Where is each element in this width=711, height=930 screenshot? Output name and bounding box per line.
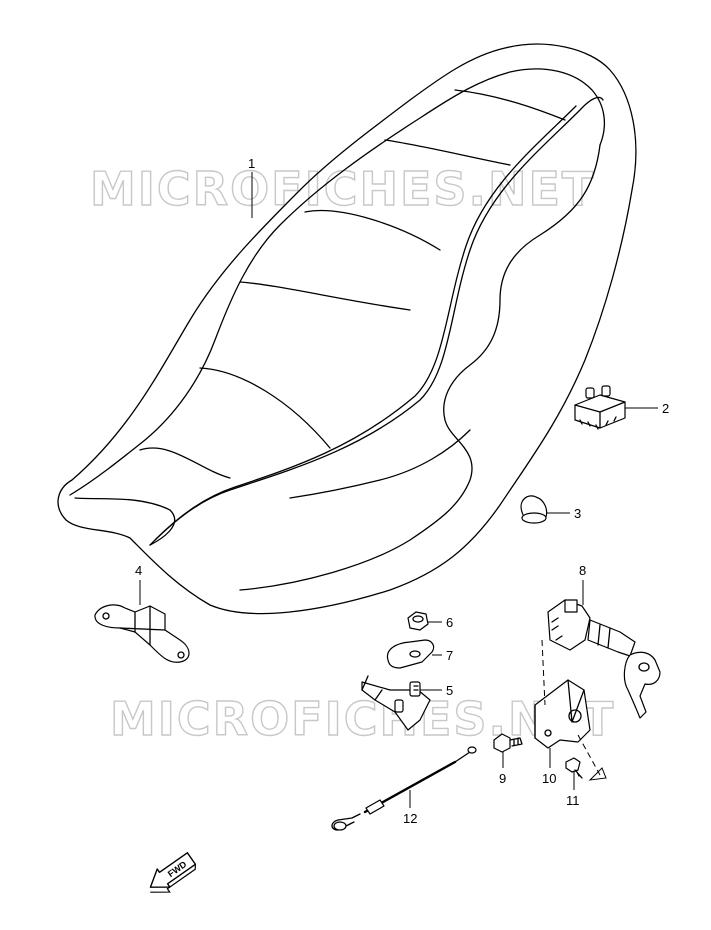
fwd-arrow-icon: FWD [149,852,197,893]
callout-11: 11 [566,793,580,808]
seat-lock-part-8 [547,599,636,657]
seat-part-1 [57,43,637,615]
bolt-part-9 [493,733,523,753]
callout-1: 1 [248,156,255,171]
callout-2: 2 [662,401,669,416]
callout-10: 10 [542,771,556,786]
watermark-bottom: MICROFICHES.NET [110,692,615,746]
callout-12: 12 [403,811,417,826]
hook-part-5 [361,675,431,731]
lock-bracket-part-10 [534,679,591,749]
callout-9: 9 [499,771,506,786]
damper-part-2 [574,385,626,430]
cushion-part-3 [520,495,548,524]
callout-4: 4 [135,563,142,578]
callout-8: 8 [579,563,586,578]
callout-3: 3 [574,506,581,521]
plate-part-7 [386,639,435,669]
assembly-line-lock [541,639,546,706]
bracket-part-4 [94,604,190,663]
assembly-line-screw [577,734,601,776]
key-icon [623,651,661,719]
nut-part-6 [407,611,429,631]
watermark-top: MICROFICHES.NET [90,162,595,216]
callout-7: 7 [446,648,453,663]
callout-6: 6 [446,615,453,630]
callout-5: 5 [446,683,453,698]
assembly-arrow [588,767,607,781]
screw-part-11 [565,757,583,779]
cable-part-12 [331,746,477,831]
leader-lines [139,172,658,808]
